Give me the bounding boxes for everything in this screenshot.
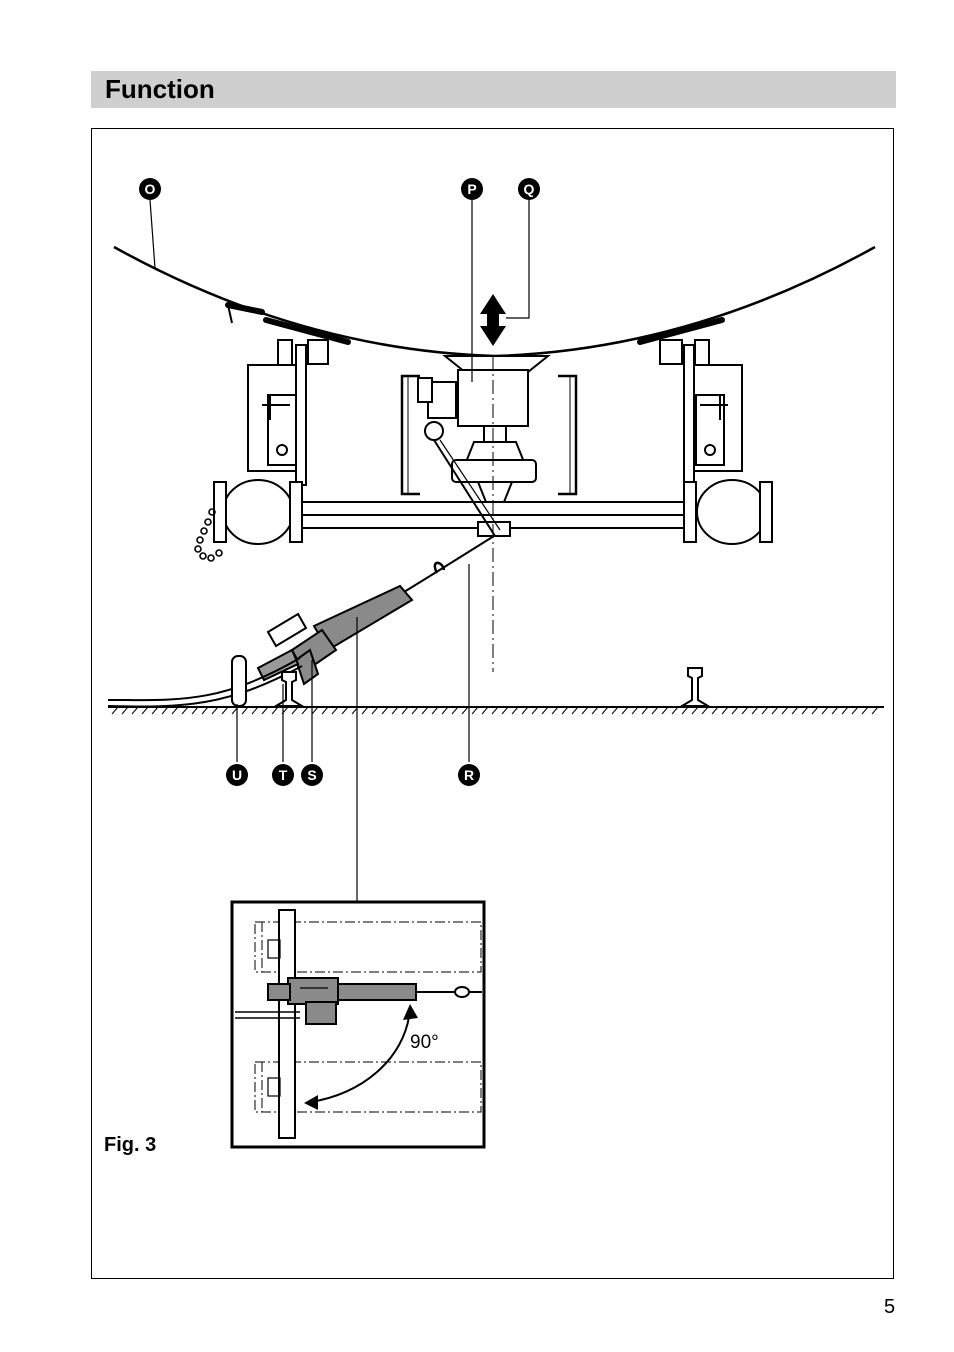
callout-q: Q xyxy=(518,178,540,200)
lift-arrow xyxy=(480,294,506,346)
rail-right xyxy=(682,668,708,706)
callout-p: P xyxy=(461,178,483,200)
callout-r: R xyxy=(458,764,480,786)
svg-text:U: U xyxy=(232,767,242,783)
callout-u: U xyxy=(226,764,248,786)
callout-t: T xyxy=(272,764,294,786)
right-bogie xyxy=(660,340,742,485)
svg-text:P: P xyxy=(467,181,476,197)
left-bogie xyxy=(248,340,328,485)
leader-lines xyxy=(150,200,529,902)
ground-hatching xyxy=(112,707,878,714)
svg-text:R: R xyxy=(464,767,474,783)
svg-text:T: T xyxy=(279,767,288,783)
svg-text:O: O xyxy=(145,181,156,197)
figure-caption: Fig. 3 xyxy=(104,1134,156,1157)
inset-detail: 90° xyxy=(232,902,484,1147)
angle-label: 90° xyxy=(410,1032,439,1053)
callout-s: S xyxy=(301,764,323,786)
callout-o: O xyxy=(139,178,161,200)
svg-text:Q: Q xyxy=(524,181,535,197)
page-number: 5 xyxy=(884,1296,895,1319)
svg-text:S: S xyxy=(307,767,316,783)
